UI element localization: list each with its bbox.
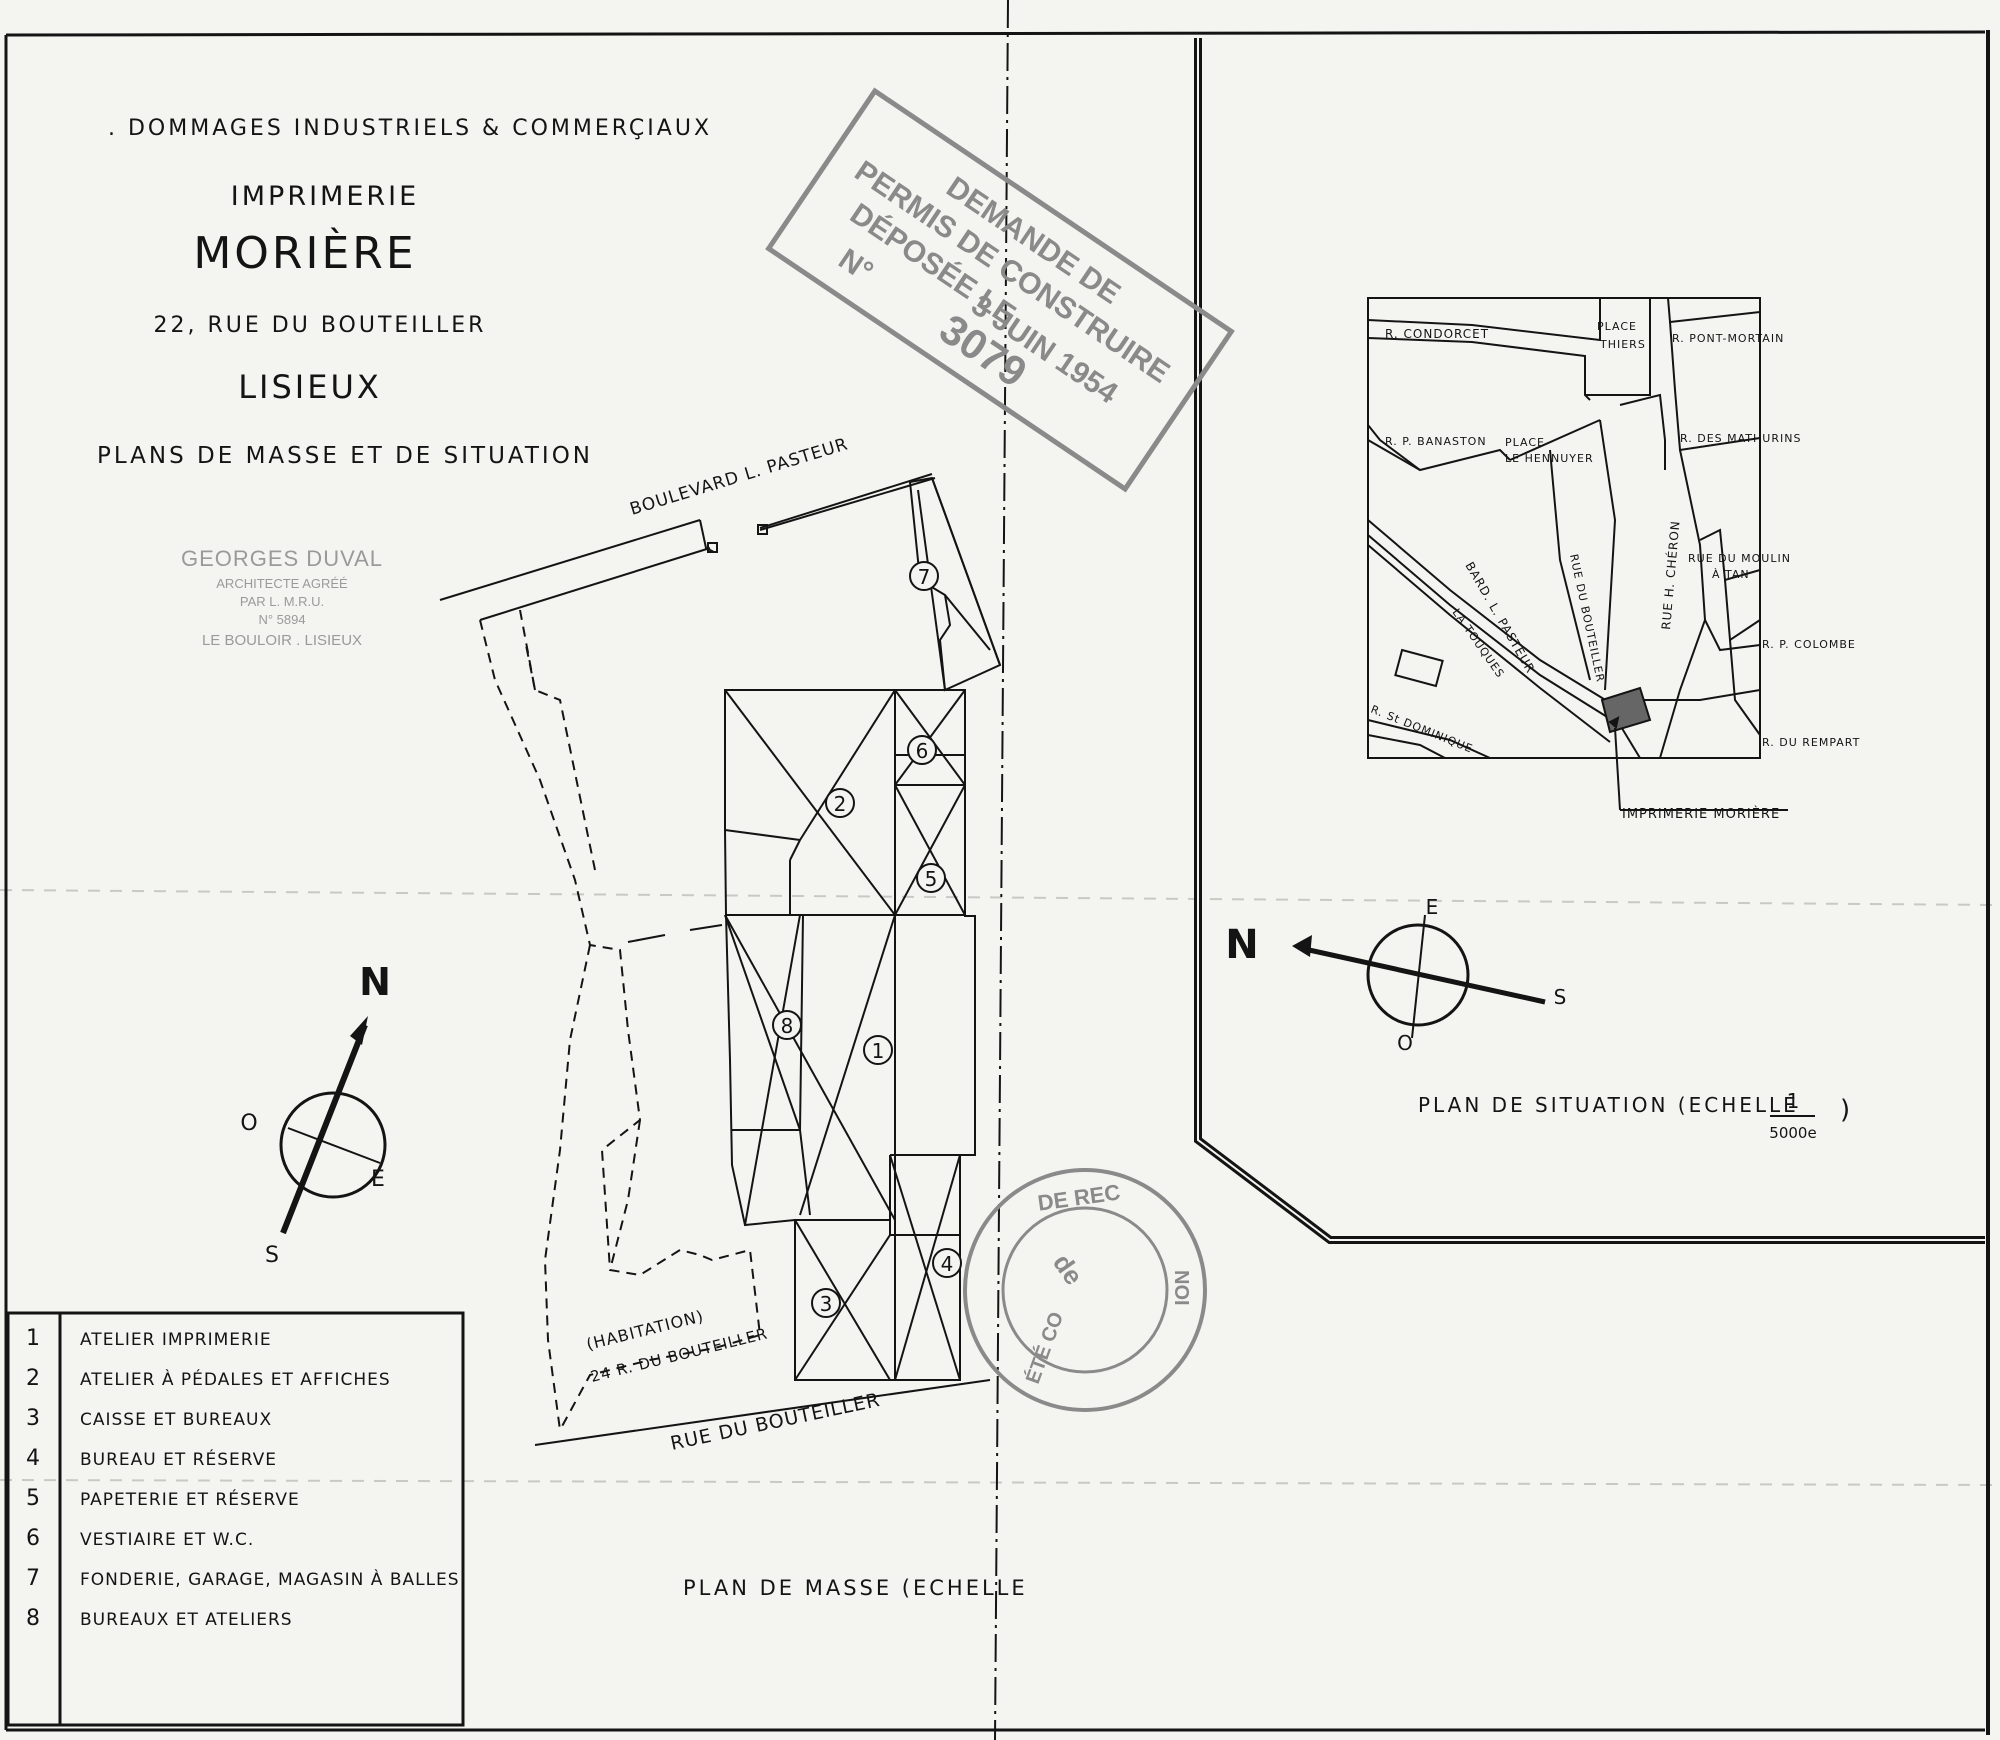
architect-line3: N° 5894 [258, 612, 305, 627]
situation-compass-e: E [1426, 895, 1439, 919]
building-2-marker: 2 [825, 788, 855, 818]
legend-number: 8 [26, 1606, 40, 1631]
svg-text:7: 7 [918, 565, 931, 589]
architect-name: GEORGES DUVAL [181, 546, 383, 571]
building-7-marker: 7 [909, 561, 939, 591]
legend-label: PAPETERIE ET RÉSERVE [80, 1488, 300, 1510]
site-plan [439, 473, 1002, 1446]
legend-number: 6 [26, 1526, 40, 1551]
legend-label: CAISSE ET BUREAUX [80, 1410, 272, 1430]
building-4-marker: 4 [932, 1248, 962, 1278]
architect-line1: ARCHITECTE AGRÉÉ [216, 576, 348, 591]
site-compass-e: E [371, 1167, 385, 1192]
architect-line4: LE BOULOIR . LISIEUX [202, 632, 362, 649]
building-1-marker: 1 [863, 1035, 893, 1065]
street-place-thiers-2: THIERS [1599, 338, 1646, 351]
svg-text:6: 6 [916, 739, 929, 763]
site-compass-o: O [240, 1111, 257, 1136]
building-6-marker: 6 [907, 735, 937, 765]
header-city: LISIEUX [238, 368, 382, 406]
center-axis-line [994, 0, 1009, 1740]
header-line1: IMPRIMERIE [231, 181, 419, 212]
round-stamp-right: NOI [1170, 1270, 1192, 1306]
fold-lines [0, 889, 2000, 1486]
site-compass: N E S O [240, 960, 391, 1268]
building-5-marker: 5 [916, 863, 946, 893]
street-moulin-2: À TAN [1712, 568, 1750, 581]
street-place-thiers-1: PLACE [1597, 320, 1637, 333]
situation-caption-text: PLAN DE SITUATION (ECHELLE [1418, 1093, 1799, 1117]
permit-stamp: DEMANDE DE PERMIS DE CONSTRUIRE DÉPOSÉE … [765, 87, 1235, 493]
street-colombe: R. P. COLOMBE [1762, 638, 1856, 651]
street-moulin-1: RUE DU MOULIN [1688, 552, 1791, 565]
street-cheron: RUE H. CHÉRON [1658, 520, 1683, 631]
legend-rows: 1 ATELIER IMPRIMERIE 2 ATELIER À PÉDALES ET… [26, 1326, 460, 1631]
round-stamp: DE REC de ÉTÉ CO NOI [963, 1168, 1207, 1412]
header-category: . DOMMAGES INDUSTRIELS & COMMERÇIAUX [108, 116, 712, 141]
header-name: MORIÈRE [193, 226, 416, 279]
svg-text:1: 1 [872, 1039, 885, 1063]
situation-map [1367, 297, 1788, 811]
svg-text:4: 4 [941, 1252, 954, 1276]
legend-label: BUREAU ET RÉSERVE [80, 1448, 277, 1470]
legend-number: 2 [26, 1366, 40, 1391]
situation-pointer-label: IMPRIMERIE MORIÈRE [1622, 806, 1780, 822]
street-rempart: R. DU REMPART [1762, 736, 1860, 749]
street-pont-mortain: R. PONT-MORTAIN [1672, 332, 1784, 345]
site-plan-caption: PLAN DE MASSE (ECHELLE [683, 1576, 1028, 1600]
situation-compass-s: S [1554, 985, 1567, 1009]
street-condorcet: R. CONDORCET [1385, 327, 1489, 341]
building-8-marker: 8 [772, 1010, 802, 1040]
legend-number: 4 [26, 1446, 40, 1471]
legend-label: FONDERIE, GARAGE, MAGASIN À BALLES [80, 1568, 460, 1590]
street-dominique: R. St DOMINIQUE [1369, 703, 1475, 756]
architect-line2: PAR L. M.R.U. [240, 594, 324, 609]
site-compass-n: N [359, 960, 391, 1004]
situation-scale-den: 5000e [1769, 1124, 1816, 1142]
street-hennuyer-2: LE HENNUYER [1505, 452, 1594, 465]
situation-scale-num: 1 [1787, 1089, 1800, 1113]
legend-label: VESTIAIRE ET W.C. [80, 1530, 254, 1550]
site-compass-s: S [265, 1243, 279, 1268]
street-banaston: R. P. BANASTON [1385, 435, 1487, 448]
header-subject: PLANS DE MASSE ET DE SITUATION [97, 443, 593, 469]
street-hennuyer-1: PLACE [1505, 436, 1545, 449]
svg-text:8: 8 [781, 1014, 794, 1038]
street-bd-pasteur: BARD. L. PASTEUR [1462, 560, 1537, 676]
architect-stamp: GEORGES DUVAL ARCHITECTE AGRÉÉ PAR L. M.… [181, 546, 383, 649]
situation-scale-close: ) [1840, 1095, 1851, 1125]
building-3-marker: 3 [811, 1288, 841, 1318]
legend-label: ATELIER À PÉDALES ET AFFICHES [80, 1368, 391, 1390]
svg-text:2: 2 [834, 792, 847, 816]
permit-stamp-no: N° [833, 243, 879, 289]
legend-label: BUREAUX ET ATELIERS [80, 1610, 293, 1630]
street-mathurins: R. DES MATHURINS [1680, 432, 1801, 445]
legend-number: 7 [26, 1566, 40, 1591]
situation-caption: PLAN DE SITUATION (ECHELLE 1 5000e ) [1418, 1089, 1851, 1142]
legend-number: 1 [26, 1326, 40, 1351]
boulevard-label: BOULEVARD L. PASTEUR [628, 434, 851, 520]
situation-compass-o: O [1397, 1031, 1413, 1055]
legend-number: 5 [26, 1486, 40, 1511]
svg-text:5: 5 [925, 867, 938, 891]
legend-table: 1 ATELIER IMPRIMERIE 2 ATELIER À PÉDALES ET… [6, 1311, 465, 1727]
situation-compass-n: N [1225, 922, 1258, 968]
legend-number: 3 [26, 1406, 40, 1431]
legend-label: ATELIER IMPRIMERIE [80, 1330, 272, 1350]
situation-compass: N E S O [1225, 895, 1566, 1055]
building-numbers: 1 2 3 4 5 6 7 8 [772, 561, 962, 1318]
title-block: . DOMMAGES INDUSTRIELS & COMMERÇIAUX IMP… [97, 116, 712, 469]
header-address: 22, RUE DU BOUTEILLER [154, 313, 487, 338]
round-stamp-middle: de [1047, 1248, 1089, 1290]
svg-text:3: 3 [820, 1292, 833, 1316]
